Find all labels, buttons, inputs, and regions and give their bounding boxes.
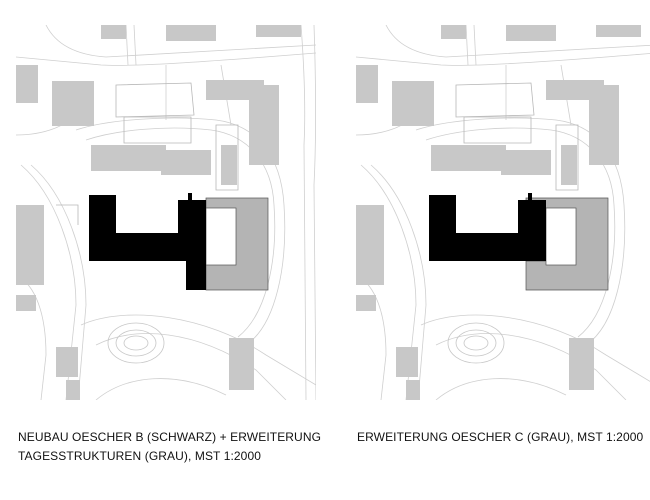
context-buildings — [356, 25, 641, 400]
extension-tagesstrukturen — [205, 197, 269, 291]
site-plan-variant-c — [356, 25, 650, 400]
existing-building-black — [429, 193, 546, 261]
sports-track — [447, 322, 505, 364]
extension-oescher-c — [525, 197, 609, 291]
sports-track — [107, 322, 165, 364]
context-building-outlines — [56, 82, 239, 225]
context-building-outlines — [455, 82, 579, 191]
site-plan-variant-b — [16, 25, 316, 400]
caption-line-1: NEUBAU OESCHER B (SCHWARZ) + ERWEITERUNG — [18, 430, 322, 444]
caption-variant-b: NEUBAU OESCHER B (SCHWARZ) + ERWEITERUNG… — [18, 428, 321, 466]
road-network — [356, 25, 650, 400]
caption-line-2: TAGESSTRUKTUREN (GRAU), MST 1:2000 — [18, 449, 262, 463]
caption-variant-c: ERWEITERUNG OESCHER C (GRAU), MST 1:2000 — [357, 428, 643, 447]
caption-line-1: ERWEITERUNG OESCHER C (GRAU), MST 1:2000 — [357, 430, 644, 444]
context-buildings — [16, 25, 301, 400]
site-plan-drawing — [356, 25, 650, 400]
new-building-oescher-b — [89, 193, 206, 290]
site-plan-drawing — [16, 25, 316, 400]
